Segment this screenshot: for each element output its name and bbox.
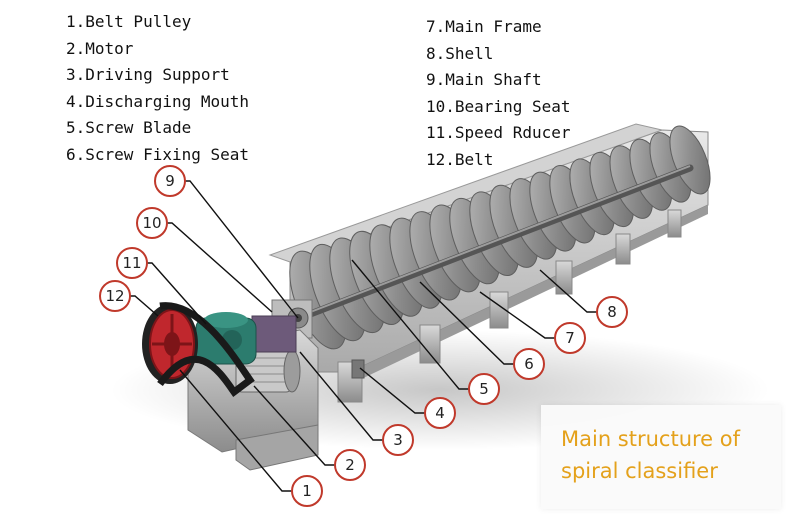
- belt: [157, 302, 255, 397]
- legend-right: 7.Main Frame 8.Shell 9.Main Shaft 10.Bea…: [426, 14, 571, 174]
- main-frame: [337, 209, 682, 403]
- callout-ring-1: [291, 475, 323, 507]
- legend-item-belt-pulley: 1.Belt Pulley: [66, 12, 192, 31]
- callout-ring-9: [154, 165, 186, 197]
- legend-item-belt: 12.Belt: [426, 149, 494, 169]
- callout-number-2: 2: [345, 456, 355, 474]
- legend-item-discharging-mouth: 4.Discharging Mouth: [66, 91, 250, 111]
- leader-line-10: [152, 222, 273, 313]
- legend-item-bearing-seat: 10.Bearing Seat: [426, 96, 571, 116]
- legend-item-main-frame: 7.Main Frame: [426, 17, 542, 36]
- callout-number-12: 12: [105, 287, 124, 305]
- callout-number-3: 3: [393, 431, 403, 449]
- legend-item-screw-fixing-seat: 6.Screw Fixing Seat: [66, 144, 250, 164]
- legend-item-shell: 8.Shell: [426, 43, 494, 63]
- legend-item-motor: 2.Motor: [66, 38, 134, 58]
- legend-item-main-shaft: 9.Main Shaft: [426, 70, 542, 90]
- callout-number-4: 4: [435, 404, 445, 422]
- callout-ring-10: [136, 207, 168, 239]
- callout-ring-11: [116, 247, 148, 279]
- caption-box: Main structure of spiral classifier: [541, 405, 781, 509]
- callout-ring-5: [468, 373, 500, 405]
- callout-number-8: 8: [607, 303, 617, 321]
- screw-blade-20: [669, 125, 711, 195]
- screw-blades: [289, 125, 711, 350]
- callout-number-10: 10: [142, 214, 161, 232]
- main-shaft: [296, 164, 694, 322]
- callout-ring-3: [382, 424, 414, 456]
- callout-ring-8: [596, 296, 628, 328]
- coupling-housing: [251, 315, 297, 353]
- callout-number-9: 9: [165, 172, 175, 190]
- callout-number-7: 7: [565, 329, 575, 347]
- callout-ring-2: [334, 449, 366, 481]
- callout-number-6: 6: [524, 355, 534, 373]
- caption-line-1: Main structure of: [561, 427, 741, 451]
- callout-ring-12: [99, 280, 131, 312]
- callout-ring-7: [554, 322, 586, 354]
- legend-item-speed-reducer: 11.Speed Rducer: [426, 123, 571, 143]
- callout-number-11: 11: [122, 254, 141, 272]
- legend-item-driving-support: 3.Driving Support: [66, 65, 230, 85]
- callout-number-1: 1: [302, 482, 312, 500]
- legend-item-screw-blade: 5.Screw Blade: [66, 118, 192, 138]
- callout-ring-4: [424, 397, 456, 429]
- caption-line-2: spiral classifier: [561, 459, 718, 483]
- discharging-mouth: [351, 359, 365, 379]
- callout-number-5: 5: [479, 380, 489, 398]
- callout-ring-6: [513, 348, 545, 380]
- leader-line-9: [170, 180, 299, 319]
- legend-left: 1.Belt Pulley 2.Motor 3.Driving Support …: [66, 9, 249, 169]
